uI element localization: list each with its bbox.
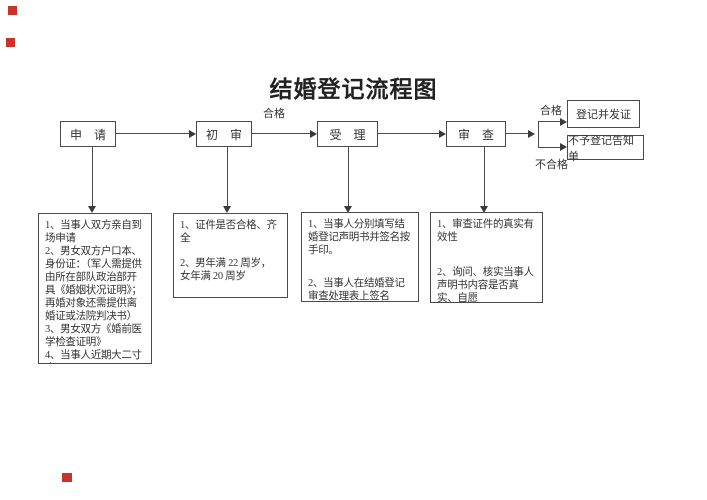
arrowhead-into-initial-review bbox=[189, 130, 196, 138]
flow-node-examine-label: 审 查 bbox=[457, 127, 494, 142]
red-square-marker bbox=[6, 38, 15, 47]
detail-apply-item-2: 2、男女双方户口本、身份证：（军人需提供由所在部队政治部开具《婚姻状况证明》；再… bbox=[45, 246, 142, 322]
detail-apply-item-4: 4、当事人近期大二寸合 bbox=[45, 350, 142, 361]
connector-accept-examine bbox=[378, 133, 439, 134]
arrowhead-into-notice bbox=[560, 143, 567, 151]
arrowhead-into-detail-examine bbox=[480, 206, 488, 213]
outcome-register-label: 登记并发证 bbox=[576, 109, 631, 121]
flow-node-apply-label: 申 请 bbox=[69, 127, 106, 142]
outcome-notice-label: 不予登记告知单 bbox=[568, 134, 634, 163]
detail-accept-item-2: 2、当事人在结婚登记审查处理表上签名 bbox=[308, 278, 405, 302]
arrowhead-into-detail-apply bbox=[88, 206, 96, 213]
detail-initial-item-2: 2、男年满 22 周岁，女年满 20 周岁 bbox=[180, 258, 271, 282]
detail-box-apply: 1、当事人双方亲自到场申请 2、男女双方户口本、身份证：（军人需提供由所在部队政… bbox=[38, 213, 152, 364]
edge-label-qualified-branch: 合格 bbox=[540, 105, 562, 117]
detail-initial-item-1: 1、证件是否合格、齐全 bbox=[180, 220, 277, 244]
flow-node-initial-review-label: 初 审 bbox=[205, 127, 242, 142]
connector-initial-accept bbox=[252, 133, 310, 134]
arrowhead-into-detail-initial bbox=[223, 206, 231, 213]
arrowhead-into-branch bbox=[528, 130, 535, 138]
branch-top-line bbox=[538, 121, 560, 122]
arrowhead-into-register bbox=[560, 118, 567, 126]
edge-label-unqualified-branch: 不合格 bbox=[535, 159, 568, 171]
detail-box-examine: 1、审查证件的真实有效性 2、询问、核实当事人声明书内容是否真实、自愿 bbox=[430, 212, 543, 303]
flow-node-accept-label: 受 理 bbox=[329, 127, 366, 142]
detail-box-accept: 1、当事人分别填写结婚登记声明书并签名按手印。 2、当事人在结婚登记审查处理表上… bbox=[301, 212, 419, 302]
edge-label-qualified-mid: 合格 bbox=[263, 108, 285, 120]
outcome-register-issue-certificate: 登记并发证 bbox=[567, 100, 640, 128]
connector-examine-branch bbox=[506, 133, 529, 134]
flow-node-initial-review: 初 审 bbox=[196, 121, 252, 147]
arrowhead-into-detail-accept bbox=[344, 206, 352, 213]
connector-apply-detail bbox=[92, 147, 93, 206]
detail-apply-item-1: 1、当事人双方亲自到场申请 bbox=[45, 220, 142, 244]
page-title: 结婚登记流程图 bbox=[269, 77, 438, 102]
flow-node-apply: 申 请 bbox=[60, 121, 116, 147]
detail-apply-item-3: 3、男女双方《婚前医学检查证明》 bbox=[45, 324, 142, 348]
arrowhead-into-examine bbox=[439, 130, 446, 138]
flow-node-examine: 审 查 bbox=[446, 121, 506, 147]
outcome-non-registration-notice: 不予登记告知单 bbox=[567, 135, 644, 163]
connector-accept-detail bbox=[348, 147, 349, 206]
detail-box-initial-review: 1、证件是否合格、齐全 2、男年满 22 周岁，女年满 20 周岁 bbox=[173, 213, 288, 298]
branch-vertical-line bbox=[538, 121, 539, 148]
detail-examine-item-2: 2、询问、核实当事人声明书内容是否真实、自愿 bbox=[437, 267, 534, 303]
red-square-marker bbox=[8, 6, 17, 15]
red-square-marker bbox=[62, 473, 72, 482]
branch-bottom-line bbox=[538, 147, 560, 148]
connector-initial-detail bbox=[227, 147, 228, 206]
flow-node-accept: 受 理 bbox=[317, 121, 378, 147]
arrowhead-into-accept bbox=[310, 130, 317, 138]
detail-accept-item-1: 1、当事人分别填写结婚登记声明书并签名按手印。 bbox=[308, 219, 410, 256]
detail-examine-item-1: 1、审查证件的真实有效性 bbox=[437, 219, 534, 243]
connector-apply-initial bbox=[116, 133, 190, 134]
connector-examine-detail bbox=[484, 147, 485, 206]
